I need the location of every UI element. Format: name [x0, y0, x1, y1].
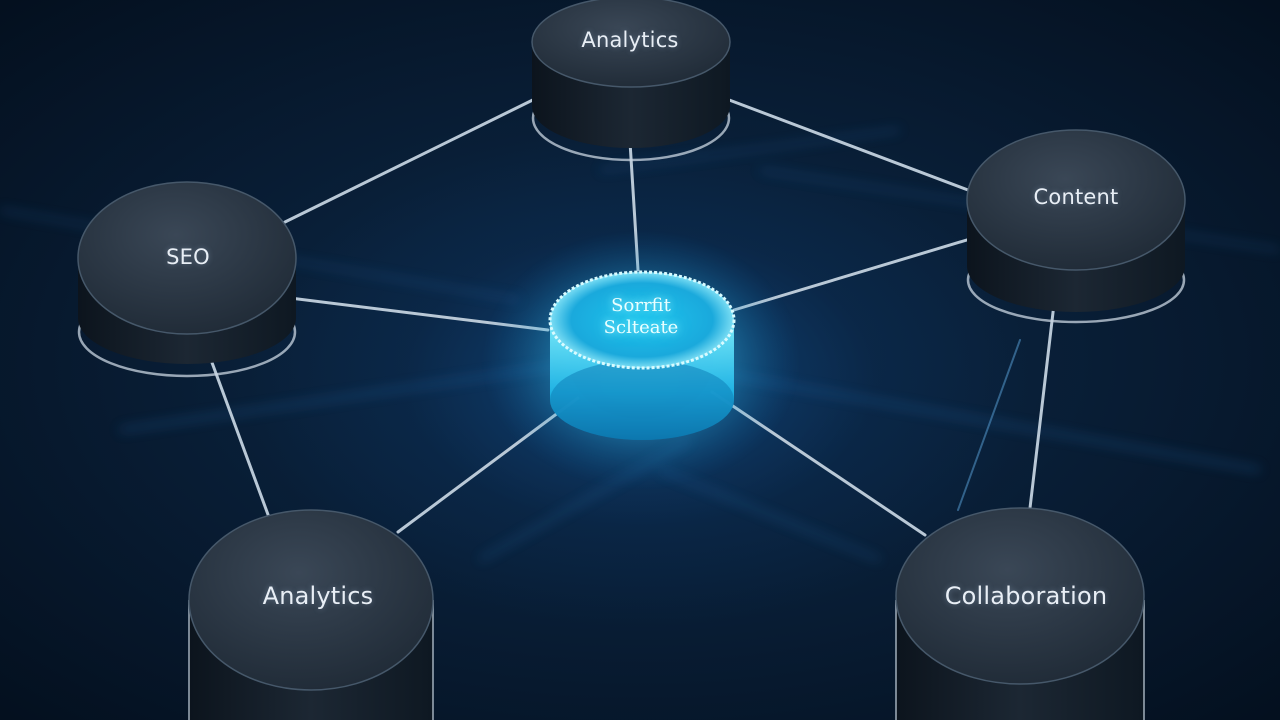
- node-label-left: SEO: [166, 245, 210, 269]
- node-label-bottom-right: Collaboration: [944, 582, 1108, 610]
- node-label-right: Content: [1033, 185, 1119, 209]
- node-label-bottom-left: Analytics: [262, 582, 374, 610]
- connector-lines: [198, 88, 1060, 537]
- connector-faint-right: [957, 339, 1021, 511]
- node-bottomleft-cylinder: [188, 509, 434, 720]
- hub-label: Sorrfit Sclteate: [604, 295, 679, 339]
- connector-top-left: [283, 88, 555, 224]
- node-right-cylinder: [966, 129, 1186, 324]
- hub-label-line1: Sorrfit: [611, 295, 671, 316]
- hub-cylinder: [481, 230, 801, 490]
- hub-label-line2: Sclteate: [603, 317, 679, 338]
- node-label-top: Analytics: [581, 28, 679, 52]
- node-top-cylinder: [531, 0, 731, 162]
- node-bottomright-cylinder: [895, 507, 1145, 720]
- node-left-cylinder: [77, 181, 297, 378]
- connector-top-right: [706, 90, 970, 192]
